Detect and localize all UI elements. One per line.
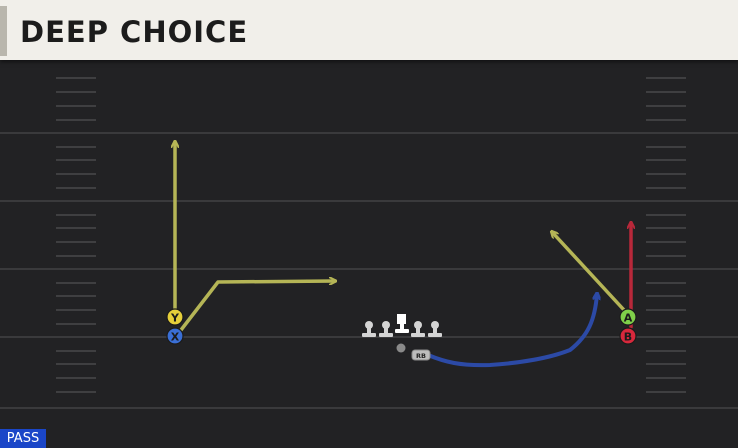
x-label: X [171, 331, 180, 344]
quarterback [396, 343, 406, 353]
rb-label: RB [416, 352, 426, 360]
routes [175, 142, 631, 368]
play-title-bar: DEEP CHOICE [0, 0, 738, 60]
hash-marks [56, 77, 686, 393]
route-a-post [552, 232, 626, 312]
lineman [428, 321, 442, 337]
lineman [379, 321, 393, 337]
player-y[interactable]: Y [166, 308, 184, 326]
player-rb[interactable]: RB [411, 349, 431, 361]
play-title: DEEP CHOICE [20, 15, 249, 49]
play-field: RB Y X A B [0, 77, 738, 409]
lineman [411, 321, 425, 337]
b-label: B [624, 331, 632, 344]
route-x-corner [179, 281, 335, 332]
y-icon [166, 308, 184, 326]
a-icon [619, 308, 637, 326]
player-x[interactable]: X [166, 327, 184, 345]
yard-lines [0, 132, 738, 409]
title-accent [0, 6, 7, 56]
route-rb-wheel [426, 294, 597, 368]
lineman [362, 321, 376, 337]
b-icon [619, 327, 637, 345]
player-a[interactable]: A [619, 308, 637, 326]
play-type-badge: PASS [0, 429, 46, 448]
player-b[interactable]: B [619, 327, 637, 345]
y-label: Y [170, 312, 180, 325]
a-label: A [624, 312, 633, 325]
offensive-line [362, 314, 442, 353]
rb-chip [411, 349, 431, 361]
center [395, 314, 409, 333]
x-icon [166, 327, 184, 345]
